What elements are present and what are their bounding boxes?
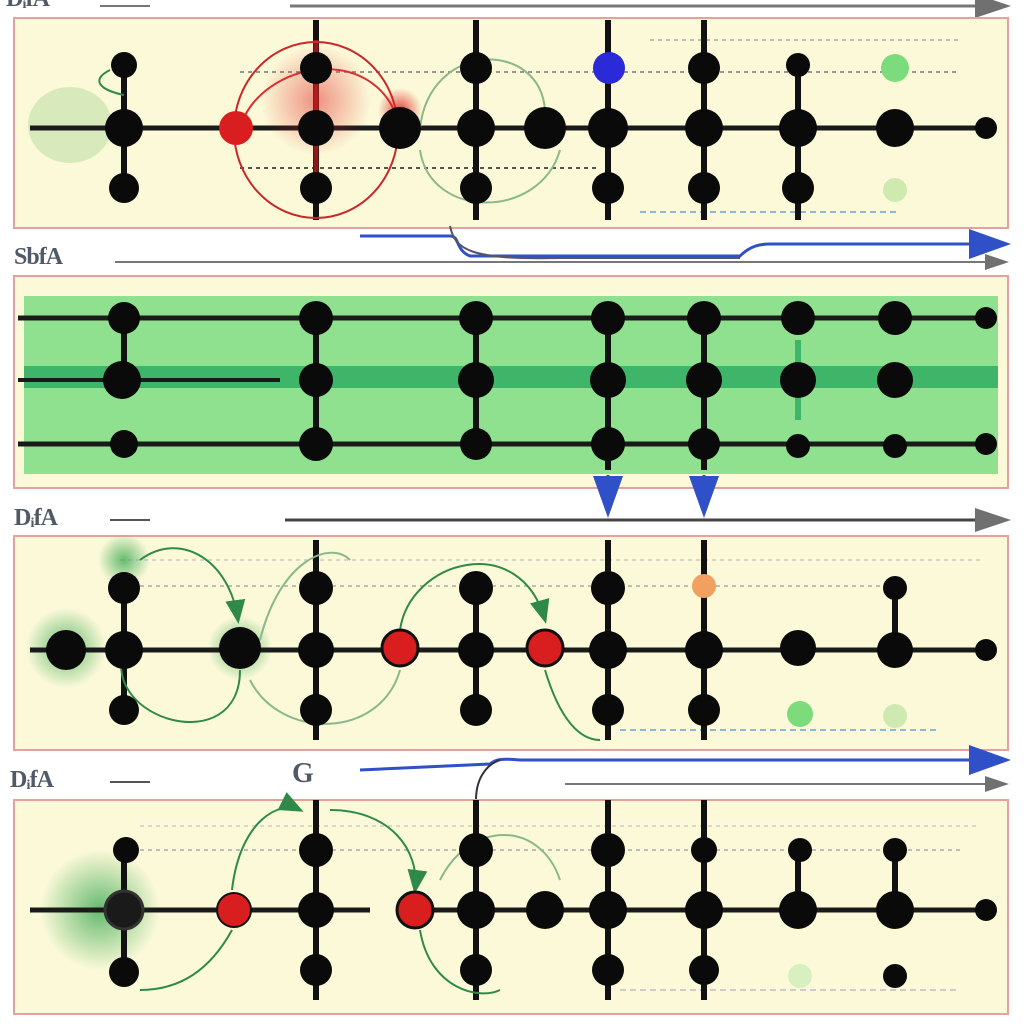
panel-label-g: G [292, 758, 314, 789]
panel-1 [13, 17, 1009, 229]
panel-label-4: DᵢfA [10, 767, 54, 793]
panel-4 [13, 792, 1009, 1015]
panel-label-2: SbfA [14, 244, 63, 270]
panel-3 [13, 534, 1009, 751]
panel-label-3: DᵢfA [14, 505, 58, 531]
panel-label-top: DᵢfA [6, 0, 50, 13]
panel-2 [13, 275, 1009, 489]
